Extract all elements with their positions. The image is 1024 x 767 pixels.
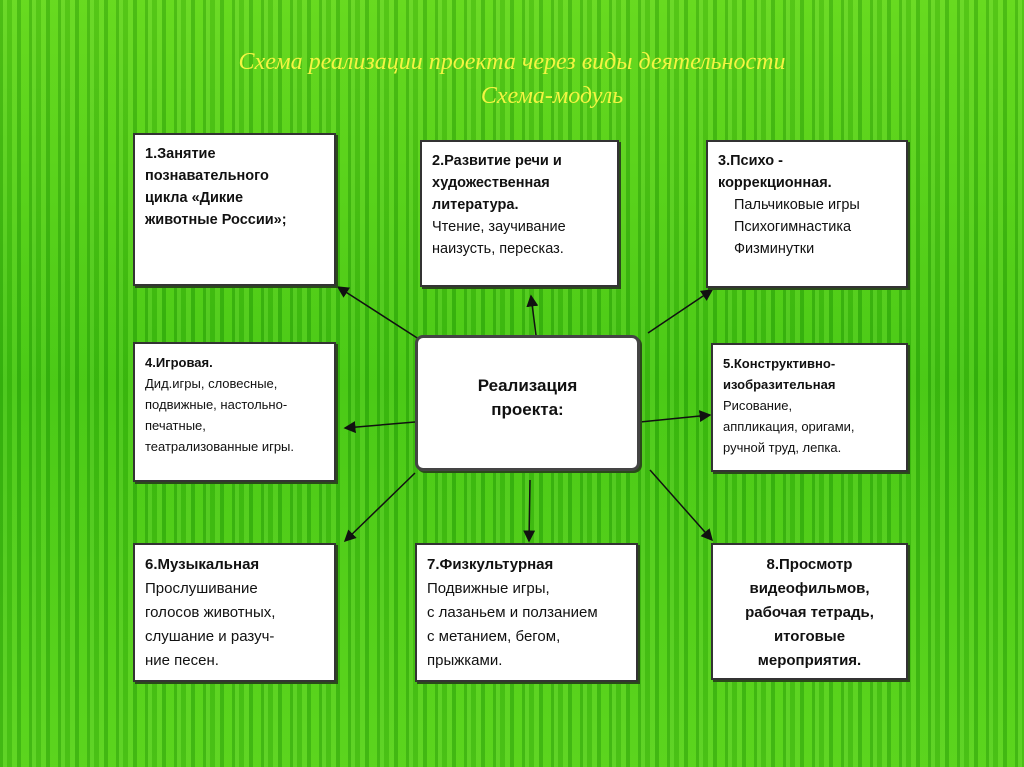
box-text-line: Психогимнастика bbox=[734, 219, 852, 235]
box-heading-line: 3.Психо - bbox=[718, 153, 783, 169]
box-text-line: ручной труд, лепка. bbox=[723, 440, 842, 455]
box-heading-line: видеофильмов, bbox=[749, 580, 870, 597]
arrow-to-box-4 bbox=[343, 421, 416, 434]
box-8: 8.Просмотр видеофильмов, рабочая тетрадь, и… bbox=[711, 543, 908, 680]
box-heading-line: 4.Игровая. bbox=[145, 355, 213, 370]
box-heading-line: 5.Конструктивно- bbox=[723, 356, 836, 371]
box-text-line: Пальчиковые игры bbox=[734, 197, 860, 213]
box-heading-line: мероприятия. bbox=[757, 652, 862, 669]
box-heading-line: животные России»; bbox=[145, 212, 287, 228]
box-heading-line: 2.Развитие речи и bbox=[432, 153, 562, 169]
box-text-line: прыжками. bbox=[427, 652, 503, 669]
box-text-line: Чтение, заучивание bbox=[432, 219, 566, 235]
box-text-line: ние песен. bbox=[145, 652, 219, 669]
box-text-line: слушание и разуч- bbox=[145, 628, 275, 645]
box-heading-line: художественная bbox=[432, 175, 550, 191]
box-text-line: печатные, bbox=[145, 418, 206, 433]
box-heading-line: итоговые bbox=[773, 628, 846, 645]
box-heading-line: 6.Музыкальная bbox=[145, 556, 260, 573]
box-heading-line: познавательного bbox=[145, 168, 269, 184]
box-1: 1.Занятие познавательного цикла «Дикие живо… bbox=[133, 133, 336, 286]
box-text-line: Физминутки bbox=[734, 241, 815, 257]
box-text-line: Подвижные игры, bbox=[427, 580, 550, 597]
arrow-to-box-6 bbox=[343, 472, 416, 543]
box-text-line: аппликация, оригами, bbox=[723, 419, 855, 434]
box-text-line: с метанием, бегом, bbox=[427, 628, 561, 645]
slide-title: Схема реализации проекта через виды деят… bbox=[238, 49, 786, 75]
box-text-line: Дид.игры, словесные, bbox=[145, 376, 278, 391]
box-heading-line: изобразительная bbox=[723, 377, 836, 392]
arrow-to-box-5 bbox=[639, 410, 712, 423]
box-text-line: Рисование, bbox=[723, 398, 793, 413]
box-text-line: с лазаньем и ползанием bbox=[427, 604, 598, 621]
center-label-2: проекта: bbox=[491, 400, 564, 419]
arrow-to-box-1 bbox=[336, 286, 426, 344]
center-box: Реализация проекта: bbox=[415, 335, 640, 471]
box-2: 2.Развитие речи и художественная литератур… bbox=[420, 140, 619, 287]
box-text-line: подвижные, настольно- bbox=[145, 397, 288, 412]
slide-subtitle: Схема-модуль bbox=[480, 83, 624, 109]
box-heading-line: цикла «Дикие bbox=[145, 190, 244, 206]
box-heading-line: коррекционная. bbox=[718, 175, 832, 191]
center-label-1: Реализация bbox=[477, 376, 578, 395]
box-heading-line: 8.Просмотр bbox=[766, 556, 853, 573]
box-text-line: театрализованные игры. bbox=[145, 439, 295, 454]
box-heading-line: литература. bbox=[432, 197, 519, 213]
box-4: 4.Игровая. Дид.игры, словесные, подвижные,… bbox=[133, 342, 336, 482]
box-heading-line: 1.Занятие bbox=[145, 146, 216, 162]
arrow-to-box-7 bbox=[523, 479, 536, 543]
arrow-to-box-3 bbox=[647, 289, 714, 334]
box-text-line: наизусть, пересказ. bbox=[432, 241, 564, 257]
box-heading-line: 7.Физкультурная bbox=[427, 556, 554, 573]
box-text-line: Прослушивание bbox=[145, 580, 258, 597]
arrow-to-box-8 bbox=[649, 469, 713, 542]
box-text-line: голосов животных, bbox=[145, 604, 276, 621]
box-heading-line: рабочая тетрадь, bbox=[745, 604, 874, 621]
